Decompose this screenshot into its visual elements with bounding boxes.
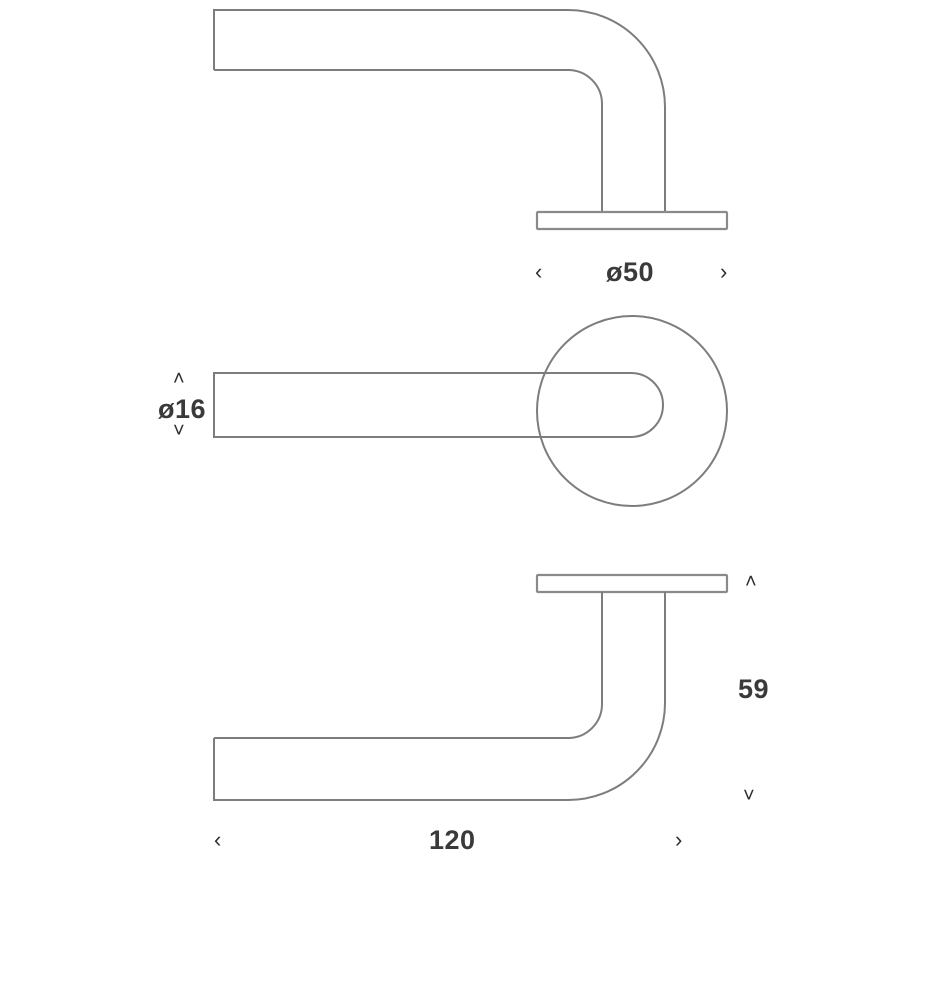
view-side-elevation-bottom <box>213 573 729 801</box>
dimension-down-arrow-icon: ˅ <box>743 785 755 807</box>
dimension-label-rose-diameter: ø50 <box>606 257 654 287</box>
rose-plate-top <box>535 210 729 231</box>
lever-inner-profile-bottom <box>214 592 603 739</box>
dimension-right-arrow-icon: › <box>720 259 727 284</box>
dimension-up-arrow-icon: ˄ <box>173 368 185 390</box>
lever-bar-plan <box>213 372 664 438</box>
rose-plate-bottom <box>535 573 729 594</box>
view-plan-middle <box>213 315 728 507</box>
dimension-label-lever-diameter: ø16 <box>158 394 206 424</box>
dimension-projection-height: ˄ 59 ˅ <box>738 571 769 807</box>
dimension-lever-length: ‹ 120 › <box>214 825 682 855</box>
dimension-rose-diameter: ‹ ø50 › <box>535 257 727 287</box>
dimension-right-arrow-icon: › <box>675 827 682 852</box>
dimension-label-lever-length: 120 <box>429 825 476 855</box>
dimension-up-arrow-icon: ˄ <box>745 571 757 593</box>
dimension-left-arrow-icon: ‹ <box>535 259 542 284</box>
dimension-lever-diameter: ˄ ø16 ˅ <box>158 368 206 442</box>
rose-circle <box>536 315 728 507</box>
view-side-elevation-top <box>213 9 729 231</box>
lever-inner-profile-top <box>214 69 603 213</box>
dimension-down-arrow-icon: ˅ <box>173 420 185 442</box>
dimension-label-projection-height: 59 <box>738 674 769 704</box>
lever-outer-profile-bottom <box>213 592 666 801</box>
dimension-left-arrow-icon: ‹ <box>214 827 221 852</box>
lever-outer-profile-top <box>213 9 666 213</box>
